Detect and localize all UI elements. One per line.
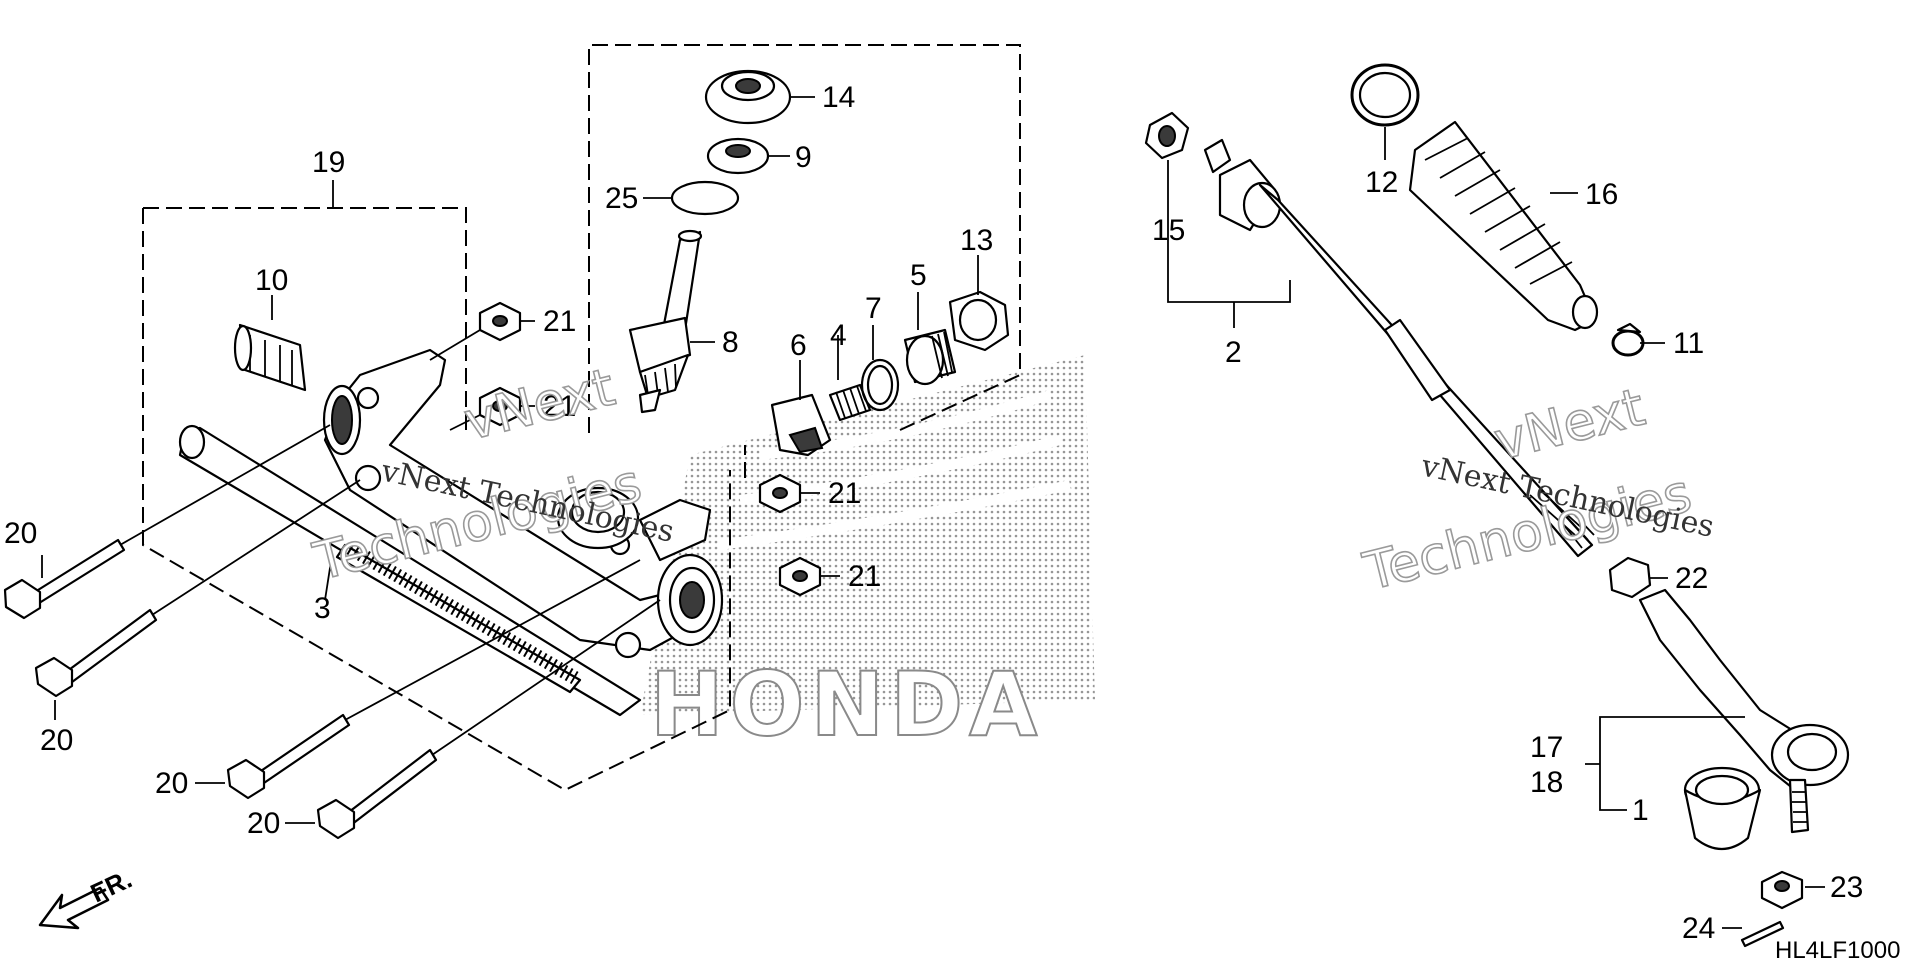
callout-12: 12 <box>1365 166 1398 199</box>
bushing-10 <box>233 323 307 392</box>
watermark-vnext-left: vNext <box>459 358 621 453</box>
tie-rod-2 <box>1203 138 1595 558</box>
rack-teeth <box>346 541 579 685</box>
bolt-20d <box>316 748 438 840</box>
pinion-boss-inner <box>570 490 626 534</box>
callout-14: 14 <box>822 81 855 114</box>
callout-25: 25 <box>605 182 638 215</box>
bolt-20a <box>3 538 126 620</box>
bolt-20c <box>226 713 351 800</box>
front-direction-indicator: FR. <box>38 864 137 930</box>
honda-wing-pattern <box>640 355 1095 715</box>
lock-nut-13 <box>948 290 1010 352</box>
callout-3: 3 <box>314 592 331 625</box>
callout-21a: 21 <box>543 305 576 338</box>
leader-lines <box>41 96 1825 929</box>
callout-22: 22 <box>1675 562 1708 595</box>
callout-5: 5 <box>910 259 927 292</box>
bolt-20b <box>34 608 158 698</box>
honda-background: HONDA <box>640 355 1095 757</box>
pinion-group-box <box>588 44 1021 433</box>
lock-washer-15 <box>1144 111 1190 160</box>
callout-13: 13 <box>960 224 993 257</box>
mount-hole-1 <box>356 386 380 410</box>
cotter-pin-24 <box>1740 920 1785 948</box>
yoke-boss <box>638 498 712 562</box>
callout-2: 2 <box>1225 336 1242 369</box>
bolt-leader-lines <box>119 424 661 756</box>
dust-seal-14 <box>704 69 792 125</box>
mount-hole-2 <box>354 464 382 492</box>
callout-19: 19 <box>312 146 345 179</box>
callout-10: 10 <box>255 264 288 297</box>
brand-text: HONDA <box>650 653 1043 756</box>
jam-nut-22 <box>1608 556 1652 599</box>
callout-15: 15 <box>1152 214 1185 247</box>
callout-4: 4 <box>830 319 847 352</box>
callout-11: 11 <box>1673 327 1704 360</box>
tie-rod-end-17 <box>1638 588 1850 834</box>
callout-23: 23 <box>1830 871 1863 904</box>
callout-20b: 20 <box>40 724 73 757</box>
rack-bar-end <box>178 424 206 460</box>
watermark-vnext-right: vNext <box>1489 378 1651 473</box>
callout-7: 7 <box>865 292 882 325</box>
bushing-end <box>233 324 253 372</box>
callout-6: 6 <box>790 329 807 362</box>
diagram-code: HL4LF1000 <box>1775 937 1900 960</box>
snap-ring-25 <box>670 180 740 216</box>
callout-18: 18 <box>1530 766 1563 799</box>
group-19-box-outline <box>142 208 731 792</box>
callout-20c: 20 <box>155 767 188 800</box>
callout-21d: 21 <box>848 560 881 593</box>
yoke-6 <box>770 393 832 457</box>
callout-8: 8 <box>722 326 739 359</box>
callout-17: 17 <box>1530 731 1563 764</box>
o-ring-7 <box>860 358 900 412</box>
housing-left-bore <box>331 395 353 445</box>
spring-4 <box>828 383 872 422</box>
ball-joint-boot-1 <box>1683 766 1762 851</box>
callouts: 14 9 25 8 13 5 7 4 6 10 19 21 21 21 21 3… <box>4 81 1863 945</box>
yoke-screw-5 <box>903 328 957 386</box>
callout-1: 1 <box>1632 794 1649 827</box>
boot-clamp-12 <box>1350 63 1420 127</box>
rack-boot-16 <box>1408 120 1599 332</box>
boot-clip-11 <box>1611 322 1645 357</box>
pinion-shaft-8 <box>628 229 703 414</box>
group-19-box-top <box>143 207 467 430</box>
callout-9: 9 <box>795 141 812 174</box>
housing-right-bore <box>679 581 705 619</box>
callout-24: 24 <box>1682 912 1715 945</box>
mount-hole-3 <box>614 631 642 659</box>
nut-leaders <box>520 320 840 577</box>
callout-21c: 21 <box>828 477 861 510</box>
castle-nut-23 <box>1760 870 1804 910</box>
callout-20d: 20 <box>247 807 280 840</box>
callout-21b: 21 <box>543 390 576 423</box>
rack-housing <box>178 348 724 717</box>
callout-16: 16 <box>1585 178 1618 211</box>
callout-20a: 20 <box>4 517 37 550</box>
washer-9 <box>706 137 770 175</box>
nut-to-housing-lines <box>429 329 481 431</box>
nut-21-group <box>478 301 822 597</box>
front-arrow-icon <box>38 886 110 930</box>
